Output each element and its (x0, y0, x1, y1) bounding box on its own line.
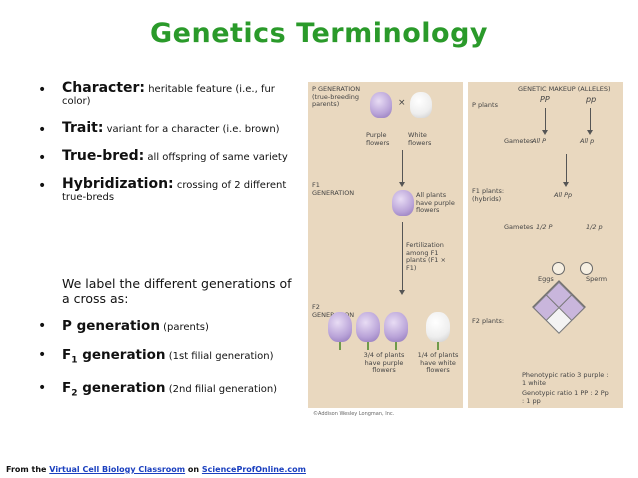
slide-title: Genetics Terminology (150, 18, 488, 49)
bullet-dot: • (38, 82, 47, 98)
bullet-dot: • (38, 379, 47, 396)
bullet-true-bred: • True-bred: all offspring of same varie… (38, 148, 298, 166)
arrow-line (590, 108, 591, 132)
f2-purple-flower-image (328, 312, 352, 342)
pp-recessive-label: pp (586, 95, 597, 104)
all-pp-label: All Pp (554, 191, 573, 199)
sperm-gamete-icon (580, 262, 593, 275)
bullet-dot: • (38, 318, 47, 334)
gen-word: generation (82, 347, 166, 363)
gen-prefix: F (62, 347, 72, 363)
bullet-dot: • (38, 122, 47, 138)
f1-description: All plants have purple flowers (416, 191, 455, 214)
stem (339, 342, 341, 350)
gen-desc: (2nd filial generation) (168, 383, 278, 395)
gen-prefix: F (62, 379, 72, 396)
arrow-down-icon (563, 182, 569, 187)
gen-word: generation (76, 318, 160, 334)
f2-white-flower-image (426, 312, 450, 342)
half-p-dominant-label: 1/2 P (536, 223, 553, 231)
egg-gamete-icon (552, 262, 565, 275)
gen-prefix: P (62, 318, 72, 334)
footer-middle: on (187, 465, 200, 474)
generations-list: • P generation (parents) • F1 generation… (38, 318, 318, 412)
arrow-down-icon (399, 290, 405, 295)
p-generation-label: P GENERATION (true-breeding parents) (312, 85, 361, 108)
f2-plants-label: F2 plants: (472, 317, 505, 325)
f1-plants-label: F1 plants: (hybrids) (472, 187, 505, 203)
bullet-dot: • (38, 150, 47, 166)
gametes2-label: Gametes (504, 223, 534, 231)
cross-symbol: × (398, 98, 406, 108)
bullet-trait: • Trait: variant for a character (i.e. b… (38, 120, 298, 138)
gen-desc: (parents) (163, 322, 209, 333)
fertilization-label: Fertilization among F1 plants (F1 × F1) (406, 241, 446, 272)
genotypic-ratio-label: Genotypic ratio 1 PP : 2 Pp : 1 pp (522, 389, 609, 405)
virtual-cell-biology-link[interactable]: Virtual Cell Biology Classroom (49, 465, 186, 474)
f2-white-fraction-label: 1/4 of plants have white flowers (417, 351, 459, 374)
half-p-recessive-label: 1/2 p (586, 223, 603, 231)
term-hybridization-desc: crossing of 2 different true-breds (62, 180, 287, 203)
footer-credit: From the Virtual Cell Biology Classroom … (6, 465, 306, 474)
term-character: Character: (62, 80, 146, 96)
white-flower-image (410, 92, 432, 118)
term-hybridization: Hybridization: (62, 176, 174, 192)
p-plants-label: P plants (472, 101, 498, 109)
f2-purple-flower-image (384, 312, 408, 342)
stem (395, 342, 397, 350)
term-character-desc: heritable feature (i.e., fur color) (62, 84, 275, 107)
arrow-down-icon (542, 130, 548, 135)
figure-copyright: ©Addison Wesley Longman, Inc. (313, 411, 395, 417)
bullet-dot: • (38, 178, 47, 194)
f2-purple-flower-image (356, 312, 380, 342)
arrow-down-icon (399, 182, 405, 187)
gen-desc: (1st filial generation) (168, 351, 274, 362)
gen-sub: 1 (71, 355, 78, 366)
term-trait-desc: variant for a character (i.e. brown) (106, 124, 280, 135)
stem (367, 342, 369, 350)
purple-flower-image (370, 92, 392, 118)
eggs-label: Eggs (538, 275, 554, 283)
arrow-line (566, 154, 567, 184)
gen-word: generation (82, 379, 166, 396)
generations-intro: We label the different generations of a … (62, 276, 292, 306)
term-true-bred-desc: all offspring of same variety (147, 152, 288, 163)
bullet-character: • Character: heritable feature (i.e., fu… (38, 80, 298, 108)
stem (437, 342, 439, 350)
pp-dominant-label: PP (540, 95, 550, 104)
sperm-label: Sperm (586, 275, 608, 283)
arrow-line (545, 108, 546, 132)
figure-right-panel: GENETIC MAKEUP (ALLELES) P plants PP pp … (468, 82, 623, 408)
arrow-line (402, 222, 403, 292)
phenotypic-ratio-label: Phenotypic ratio 3 purple : 1 white (522, 371, 609, 387)
gen-sub: 2 (71, 388, 78, 399)
bullet-dot: • (38, 347, 47, 363)
footer-prefix: From the (6, 465, 47, 474)
term-trait: Trait: (62, 120, 104, 136)
all-p-recessive-label: All p (580, 137, 595, 145)
gametes-label: Gametes (504, 137, 534, 145)
arrow-down-icon (587, 130, 593, 135)
f1-purple-flower-image (392, 190, 414, 216)
all-p-dominant-label: All P (532, 137, 547, 145)
f2-purple-fraction-label: 3/4 of plants have purple flowers (363, 351, 405, 374)
terminology-list: • Character: heritable feature (i.e., fu… (38, 80, 298, 218)
white-flowers-label: White flowers (408, 131, 432, 147)
bullet-hybridization: • Hybridization: crossing of 2 different… (38, 176, 298, 204)
generation-f2: • F2 generation (2nd filial generation) (38, 380, 318, 402)
f1-generation-label: F1 GENERATION (312, 181, 355, 197)
term-true-bred: True-bred: (62, 148, 145, 164)
figure-left-panel: P GENERATION (true-breeding parents) × P… (308, 82, 463, 408)
genetic-makeup-header: GENETIC MAKEUP (ALLELES) (518, 85, 611, 93)
purple-flowers-label: Purple flowers (366, 131, 390, 147)
generation-p: • P generation (parents) (38, 318, 318, 336)
scienceprofonline-link[interactable]: ScienceProfOnline.com (201, 465, 306, 474)
arrow-line (402, 150, 403, 184)
generation-f1: • F1 generation (1st filial generation) (38, 347, 318, 369)
